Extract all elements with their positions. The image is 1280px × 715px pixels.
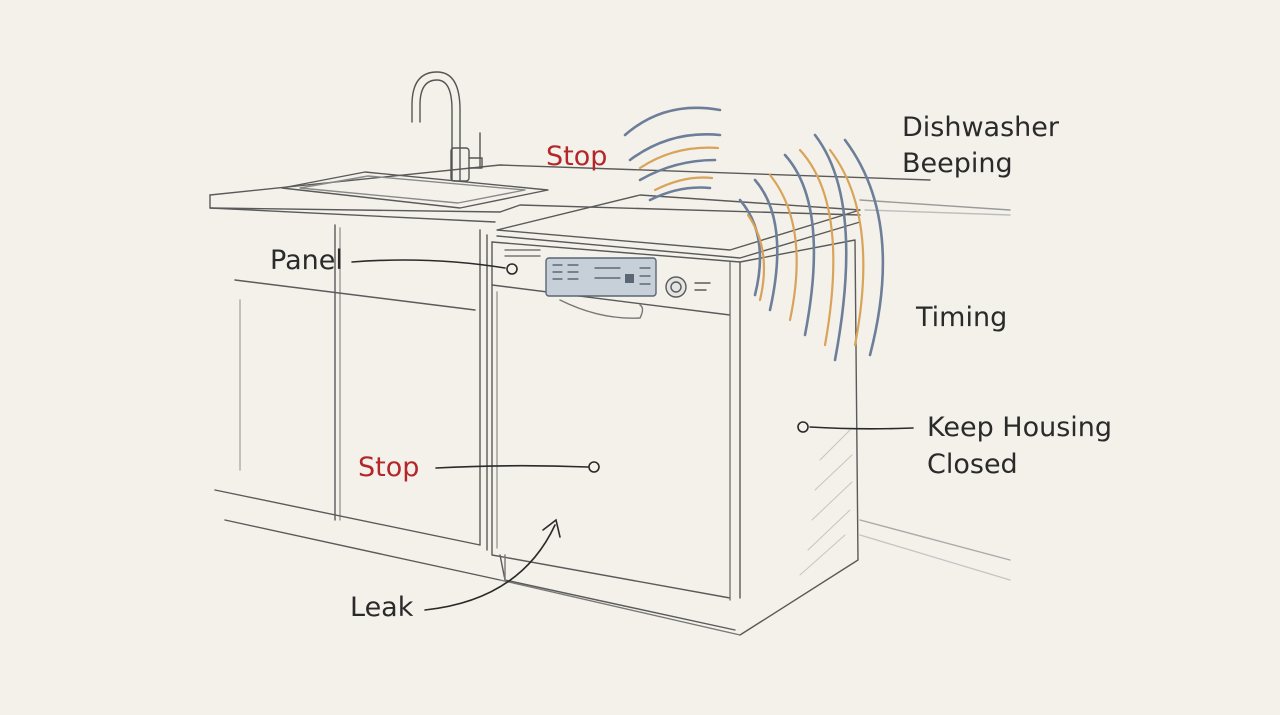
faucet-icon [411, 71, 483, 182]
title-line-1: Dishwasher [902, 112, 1059, 143]
panel-label: Panel [270, 245, 343, 276]
stop-door-marker [588, 461, 600, 473]
wall-line [864, 209, 1011, 216]
keep-housing-label-line-1: Keep Housing [927, 412, 1113, 443]
left-cabinet [214, 224, 501, 581]
leak-arrowhead [542, 518, 561, 538]
panel-marker [506, 263, 518, 275]
keep-housing-label-line-2: Closed [927, 449, 1018, 480]
title-line-2: Beeping [902, 148, 1013, 179]
sink [281, 171, 549, 209]
timing-label: Timing [916, 302, 1008, 333]
stop-label-door: Stop [358, 452, 420, 483]
control-panel [504, 249, 711, 298]
dishwasher-body [491, 239, 859, 636]
dishwasher-lid [496, 194, 861, 259]
countertop [209, 164, 1011, 223]
keep-housing-leader-line [809, 426, 914, 430]
leak-arrow [424, 524, 556, 611]
keep-housing-marker [797, 421, 809, 433]
panel-leader-line [351, 259, 506, 269]
stop-door-leader-line [435, 464, 589, 469]
sound-waves-icon [623, 106, 885, 362]
floor-lines [859, 519, 1011, 581]
stop-label-top: Stop [546, 141, 608, 172]
side-shading [799, 429, 853, 576]
leak-label: Leak [350, 592, 414, 623]
